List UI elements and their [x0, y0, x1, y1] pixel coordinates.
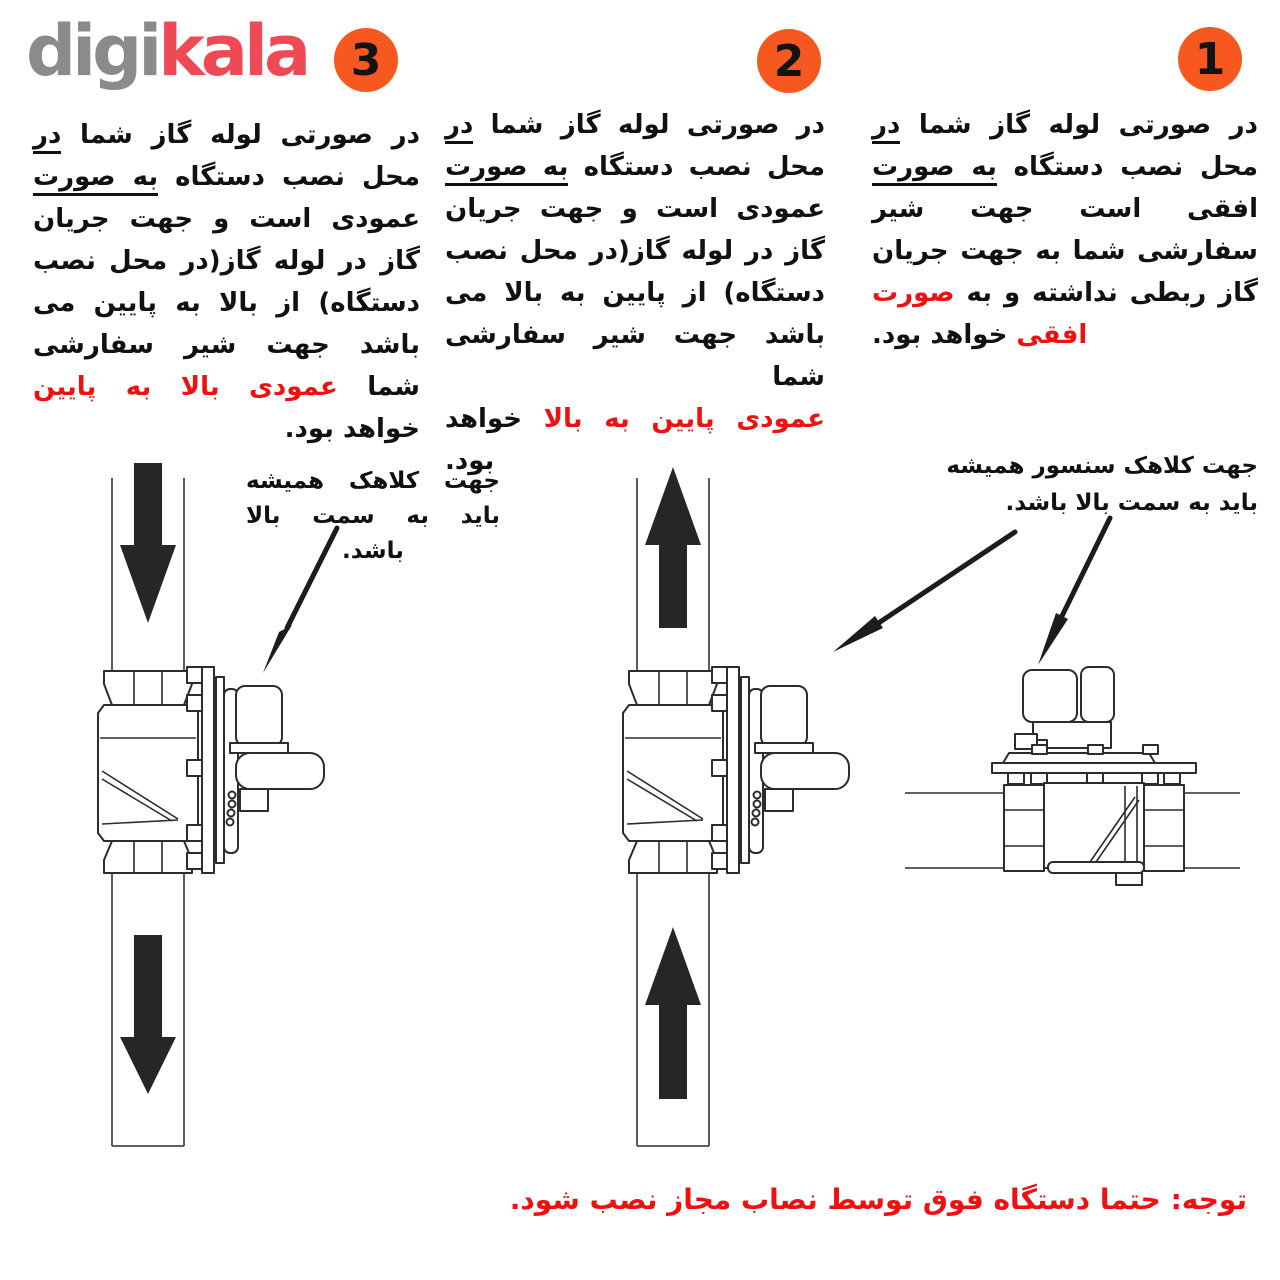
text-line: باشد جهت شیر سفارشی [33, 324, 420, 366]
text-line: باید به سمت بالا باشد. [902, 485, 1258, 522]
vertical-valve-up-diagram [622, 467, 850, 1147]
step-1-badge: 1 [1178, 27, 1242, 91]
text-line: محل نصب دستگاه به صورت [33, 156, 420, 198]
text-line: محل نصب دستگاه به صورت [445, 146, 825, 188]
body-text: افقی است جهت شیر [872, 194, 1258, 224]
body-text: خواهد بود. [284, 414, 420, 444]
text-line: در صورتی لوله گاز شما در [33, 114, 420, 156]
flow-arrow-down-top [120, 463, 176, 623]
underlined-text: در [445, 110, 474, 144]
highlight-red-text: عمودی بالا به پایین [33, 372, 338, 402]
body-text: دستگاه) از بالا به پایین می [33, 288, 420, 318]
body-text: دستگاه) از پایین به بالا می [445, 278, 825, 308]
digikala-logo: digikala [26, 16, 311, 86]
underlined-text: در [872, 110, 901, 144]
text-line: محل نصب دستگاه به صورت [872, 146, 1258, 188]
chain [225, 790, 237, 827]
body-text: جهت کلاهک همیشه [246, 468, 500, 494]
body-text: در صورتی لوله گاز شما [900, 110, 1258, 140]
logo-digi-text: digi [26, 10, 162, 92]
flow-arrow-up-bottom [645, 927, 701, 1099]
body-text: باشد. [342, 538, 404, 564]
body-text: باید به سمت بالا [246, 503, 500, 529]
body-text: گاز در لوله گاز(در محل نصب [33, 246, 420, 276]
body-text: محل نصب دستگاه [996, 152, 1258, 182]
body-text: شما [337, 372, 420, 402]
text-line: عمودی است و جهت جریان [33, 198, 420, 240]
body-text: در صورتی لوله گاز شما [473, 110, 825, 140]
reset-lever [235, 752, 325, 812]
cap-note-right: جهت کلاهک سنسور همیشه باید به سمت بالا با… [902, 448, 1258, 522]
underlined-text: به صورت [445, 152, 569, 186]
body-text: خواهد [445, 404, 544, 434]
text-line: سفارشی شما به جهت جریان [872, 230, 1258, 272]
body-text: گاز ربطی نداشته و به [954, 278, 1259, 308]
text-line: افقی خواهد بود. [872, 314, 1258, 356]
cap-note-left: جهت کلاهک همیشه باید به سمت بالا باشد. [246, 464, 500, 569]
body-text: بود. [445, 446, 495, 476]
text-line: در صورتی لوله گاز شما در [872, 104, 1258, 146]
pointer-arrow-right [1038, 515, 1113, 665]
sensor-caps [1014, 666, 1115, 750]
sensor-cap [229, 685, 289, 754]
sensor-cap [754, 685, 814, 754]
underlined-text: به صورت [872, 152, 997, 186]
text-line: گاز در لوله گاز(در محل نصب [445, 230, 825, 272]
flow-arrow-up-top [645, 467, 701, 628]
text-line: عمودی است و جهت جریان [445, 188, 825, 230]
body-text: سفارشی شما به جهت جریان [872, 236, 1258, 266]
text-line: گاز ربطی نداشته و به صورت [872, 272, 1258, 314]
flange-bolts [186, 666, 203, 870]
text-line: گاز در لوله گاز(در محل نصب [33, 240, 420, 282]
step-3-badge: 3 [334, 28, 398, 92]
highlight-red-text: عمودی پایین به بالا [543, 404, 825, 434]
text-line: باید به سمت بالا [246, 499, 500, 534]
text-line: شما عمودی بالا به پایین [33, 366, 420, 408]
body-text: محل نصب دستگاه [158, 162, 420, 192]
underlined-text: به صورت [33, 162, 159, 196]
highlight-red-text: صورت [872, 278, 955, 308]
body-text: عمودی است و جهت جریان [33, 204, 420, 234]
text-line: خواهد بود. [33, 408, 420, 450]
text-line: جهت کلاهک همیشه [246, 464, 500, 499]
flow-arrow-down-bottom [120, 935, 176, 1094]
installer-warning-note: توجه: حتما دستگاه فوق توسط نصاب مجاز نصب… [509, 1183, 1247, 1216]
flange-bolts [1007, 744, 1181, 785]
text-line: در صورتی لوله گاز شما در [445, 104, 825, 146]
gas-safety-valve [97, 666, 325, 874]
text-line: باشد. [246, 534, 500, 569]
chain [750, 790, 762, 827]
body-text: خواهد بود. [872, 320, 1017, 350]
text-line: جهت کلاهک سنسور همیشه [902, 448, 1258, 485]
body-text: باشد جهت شیر سفارشی [33, 330, 420, 360]
pointer-arrow-middle [833, 529, 1018, 652]
body-text: محل نصب دستگاه [568, 152, 825, 182]
text-line: دستگاه) از بالا به پایین می [33, 282, 420, 324]
text-line: بود. [445, 440, 825, 482]
body-text: جهت کلاهک سنسور همیشه [946, 453, 1258, 479]
horizontal-valve-diagram [905, 666, 1240, 886]
text-line: باشد جهت شیر سفارشی شما [445, 314, 825, 398]
body-text: باشد جهت شیر سفارشی شما [445, 320, 825, 392]
reset-lever [760, 752, 850, 812]
flange-bolts [711, 666, 728, 870]
gas-safety-valve [991, 666, 1197, 886]
body-text: در صورتی لوله گاز شما [61, 120, 420, 150]
vertical-valve-down-diagram [97, 463, 325, 1147]
text-line: عمودی پایین به بالا خواهد [445, 398, 825, 440]
body-text: عمودی است و جهت جریان [445, 194, 825, 224]
gas-safety-valve [622, 666, 850, 874]
body-text: گاز در لوله گاز(در محل نصب [445, 236, 825, 266]
underlined-text: در [33, 120, 62, 154]
step-2-badge: 2 [757, 29, 821, 93]
body-text: باید به سمت بالا باشد. [1005, 490, 1258, 516]
text-line: افقی است جهت شیر [872, 188, 1258, 230]
logo-kala-text: kala [158, 10, 311, 92]
text-line: دستگاه) از پایین به بالا می [445, 272, 825, 314]
highlight-red-text: افقی [1016, 320, 1088, 350]
